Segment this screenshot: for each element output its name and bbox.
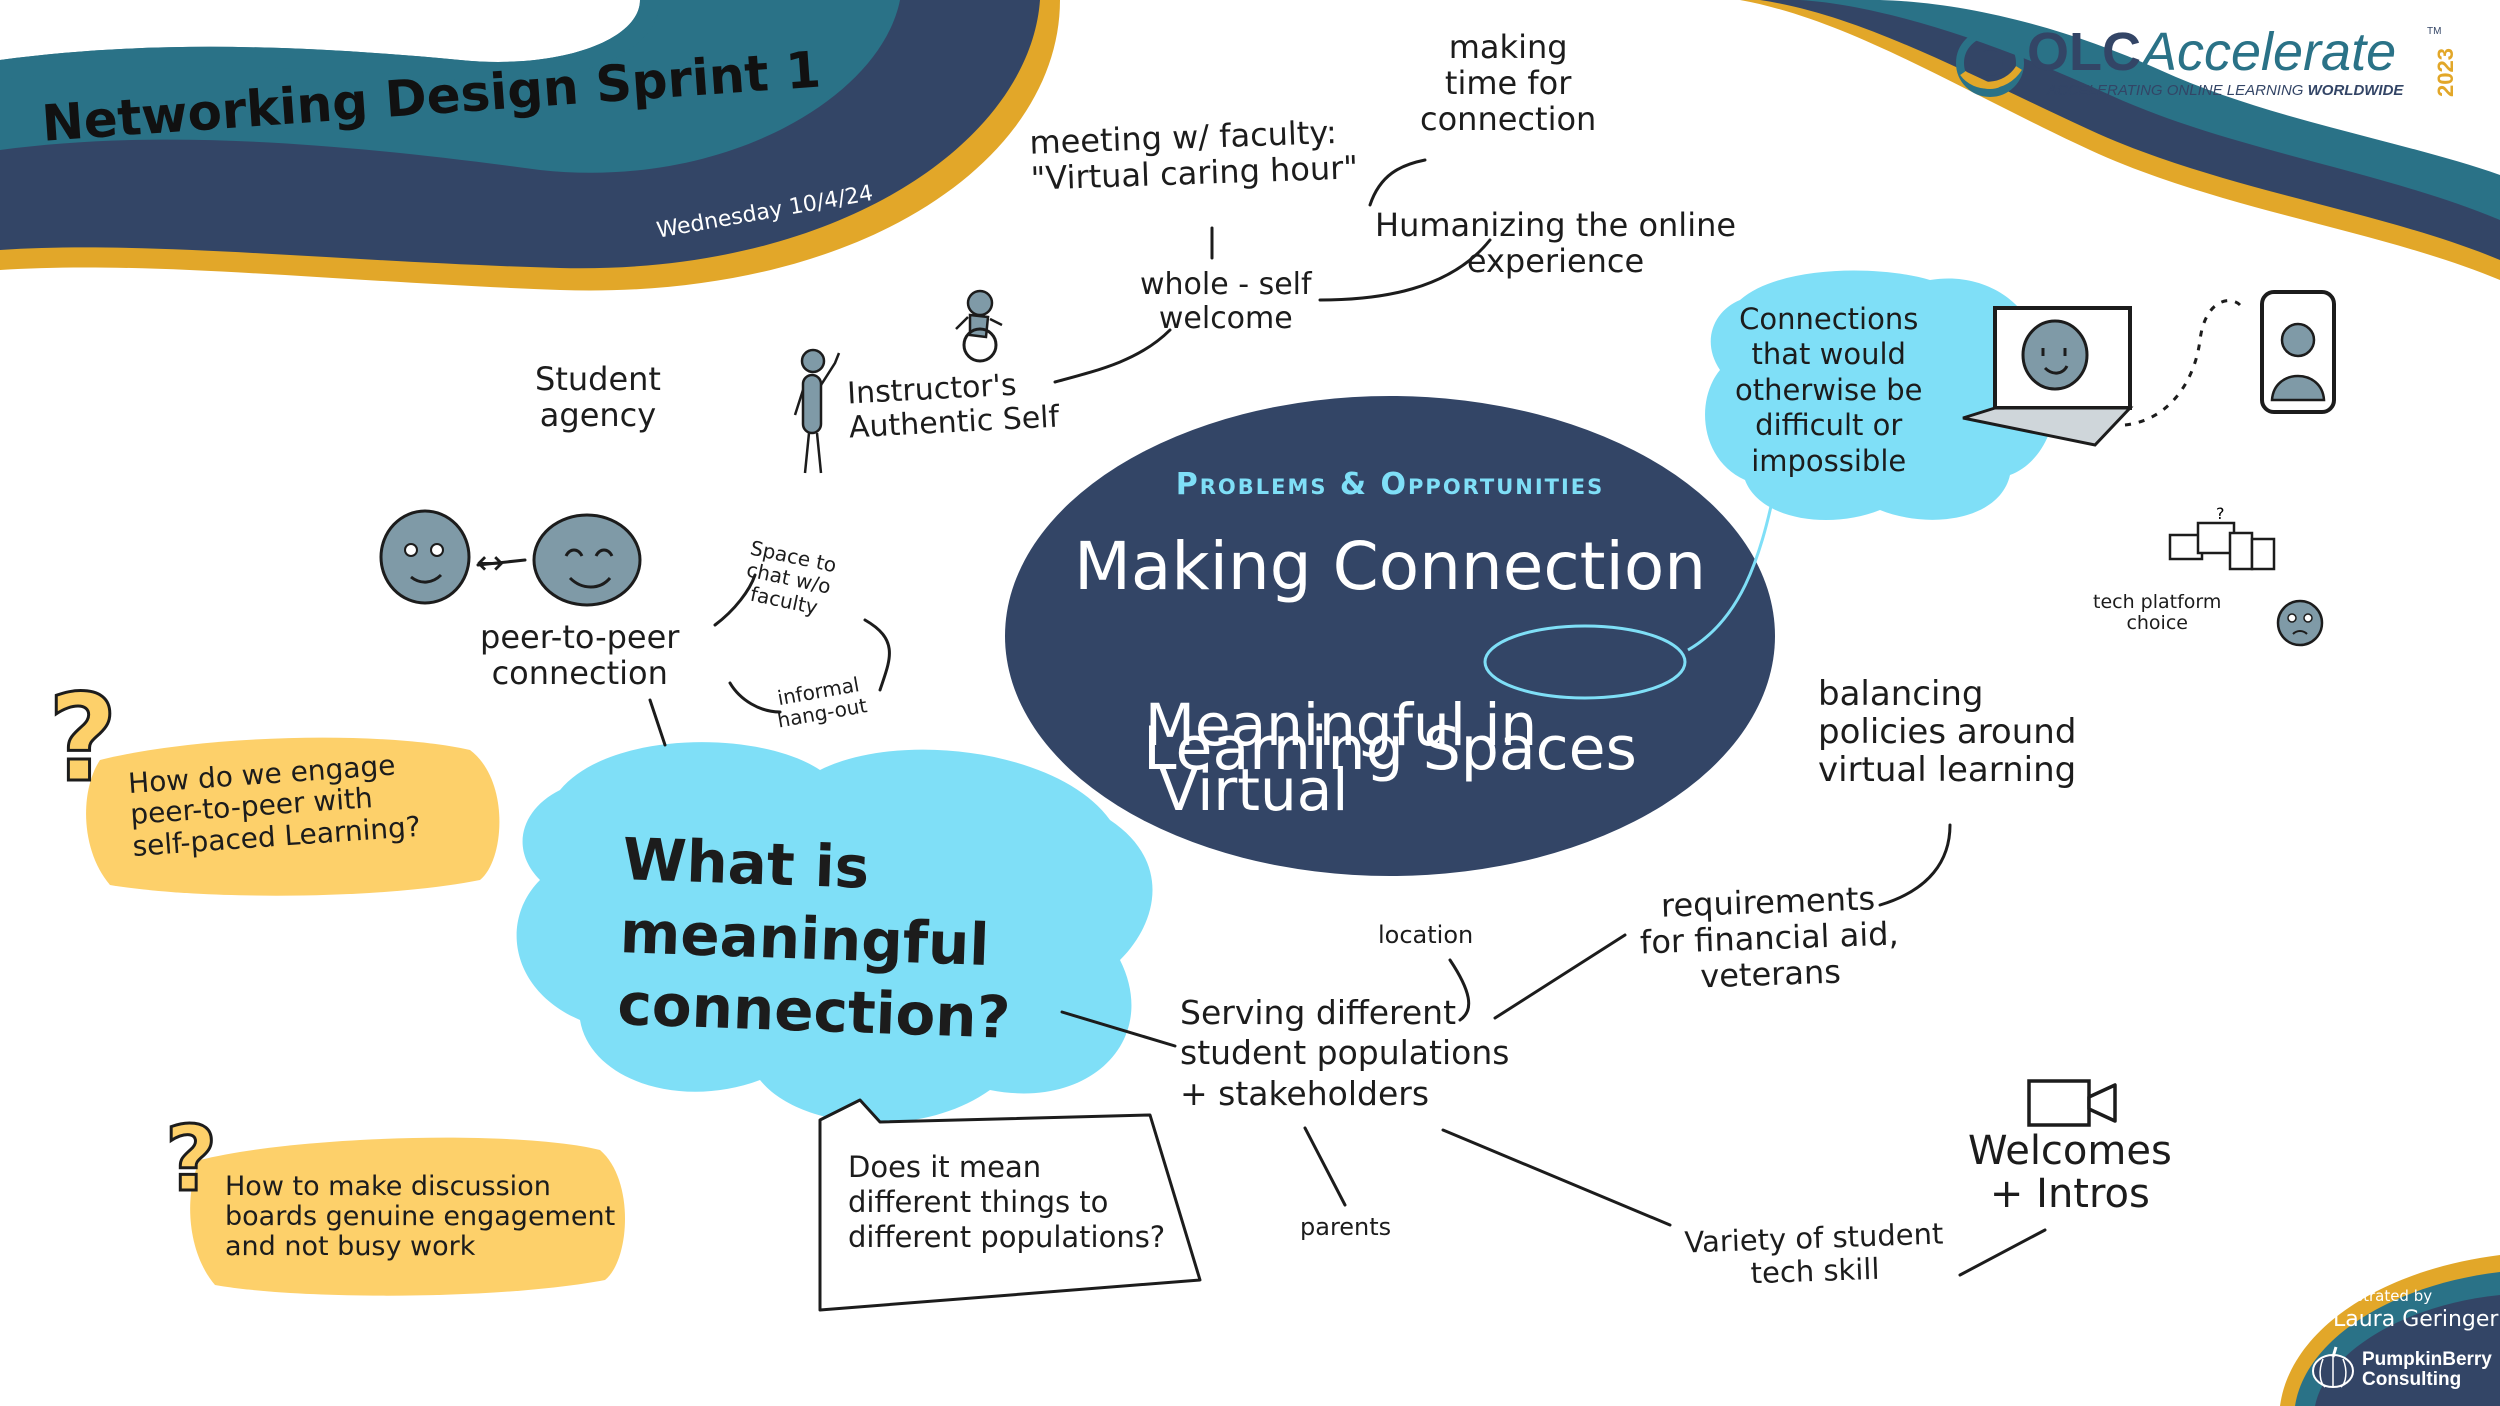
line-requirements-balancing	[1878, 823, 1952, 907]
note-meeting-faculty: meeting w/ faculty: "Virtual caring hour…	[1028, 113, 1359, 198]
center-title-virtual: Virtual	[1158, 755, 1349, 824]
line-faces-arrow	[476, 558, 527, 567]
credit-illustrated-by: Illustrated by	[2333, 1287, 2433, 1305]
wave-teal-thin	[0, 0, 660, 82]
line-laptop-phone	[2124, 299, 2242, 427]
center-title-line2: Meaningful in Virtual	[1108, 628, 1537, 823]
credit-artist: Laura Geringer	[2333, 1307, 2499, 1332]
logo-brand-bold: OLC	[2027, 22, 2141, 82]
note-parents: parents	[1300, 1213, 1392, 1241]
line-serving-location	[1448, 958, 1471, 1022]
devices-icon: ?	[2168, 505, 2276, 571]
stick-figure-icon	[793, 348, 841, 474]
note-variety: Variety of student tech skill	[1683, 1216, 1944, 1291]
yellow-note-1	[86, 737, 500, 896]
yellow-note-2	[190, 1137, 625, 1296]
logo-brand-italic: Accelerate	[2141, 22, 2397, 82]
line-wholeself-humanizing	[1318, 238, 1492, 302]
speech-box	[818, 1098, 1202, 1312]
question-mark-icon-1: ?	[47, 670, 120, 809]
phone-icon	[2260, 290, 2336, 414]
line-whatis-serving	[1060, 1010, 1177, 1048]
note-balancing: balancing policies around virtual learni…	[1818, 674, 2077, 791]
note-serving: Serving different student populations + …	[1180, 993, 1510, 1113]
wave-white-top-right	[1880, 0, 2500, 175]
credit-company-line2: Consulting	[2362, 1368, 2462, 1390]
line-cloud-virtual	[1687, 487, 1777, 652]
svg-text:?: ?	[2216, 505, 2225, 523]
line-peer-spacechat	[713, 573, 757, 627]
line-spacechat-informal	[863, 618, 891, 692]
laptop-icon	[1962, 306, 2134, 447]
olc-swoosh-icon	[1956, 29, 2024, 97]
note-does-it-mean: Does it mean different things to differe…	[848, 1150, 1166, 1254]
center-title-line3: Learning Spaces	[1143, 714, 1637, 784]
line-serving-parents	[1303, 1126, 1347, 1207]
wave-navy-bottom-right	[2315, 1295, 2500, 1406]
pumpkin-icon	[2312, 1346, 2354, 1388]
center-title-line2-pre: Meaningful in	[1144, 690, 1538, 759]
note-making-time: making time for connection	[1420, 28, 1597, 138]
line-variety-welcomes	[1958, 1228, 2047, 1277]
wave-white-top-left	[0, 0, 640, 62]
note-question-1: How do we engage peer-to-peer with self-…	[127, 748, 422, 863]
note-question-2: How to make discussion boards genuine en…	[225, 1171, 616, 1263]
note-location: location	[1378, 921, 1474, 949]
note-peer-to-peer: peer-to-peer connection	[480, 618, 680, 692]
logo-tagline: ACCELERATING ONLINE LEARNING	[2047, 82, 2304, 99]
olc-logo: OLCAccelerate TM ACCELERATING ONLINE LEA…	[1955, 22, 2475, 102]
logo-year: 2023	[2433, 48, 2458, 97]
face-icon-small	[2276, 599, 2324, 647]
center-title-line1: Making Connection	[1073, 528, 1707, 605]
note-student-agency: Student agency	[535, 360, 661, 434]
note-tech-platform: tech platform choice	[2093, 591, 2222, 634]
line-serving-requirements	[1493, 933, 1627, 1020]
center-kicker: Problems & Opportunities	[1175, 467, 1605, 502]
line-peer-whatis	[648, 698, 667, 747]
question-mark-icon-2: ?	[163, 1107, 218, 1212]
big-cloud	[516, 742, 1153, 1123]
wheelchair-person-icon	[955, 289, 1003, 363]
face-icon-right	[532, 513, 642, 607]
center-ellipse	[1005, 396, 1775, 876]
note-welcomes: Welcomes + Intros	[1968, 1128, 2172, 1218]
note-requirements: requirements for financial aid, veterans	[1639, 879, 1900, 996]
logo-tm: TM	[2427, 26, 2442, 37]
what-is-meaningful: What is meaningful connection?	[616, 825, 1012, 1052]
note-humanizing: Humanizing the online experience	[1375, 206, 1737, 280]
line-peer-informal	[728, 681, 782, 714]
logo-tagline-bold: WORLDWIDE	[2307, 82, 2404, 99]
connections-cloud	[1705, 270, 2055, 520]
note-whole-self: whole - self welcome	[1140, 267, 1312, 336]
credit-company: PumpkinBerry Consulting	[2362, 1350, 2492, 1390]
note-instructor-self: Instructor's Authentic Self	[846, 367, 1060, 446]
note-connections-cloud: Connections that would otherwise be diff…	[1735, 302, 1923, 478]
video-camera-icon	[2027, 1079, 2117, 1127]
virtual-circle	[1483, 624, 1687, 700]
line-serving-variety	[1441, 1128, 1672, 1227]
line-humanizing-makingtime	[1368, 158, 1427, 207]
credit-company-line1: PumpkinBerry	[2362, 1349, 2492, 1370]
face-icon-left	[379, 509, 471, 605]
line-instructor-wholeself	[1053, 328, 1172, 384]
arrow-icon: ↔	[476, 543, 505, 583]
